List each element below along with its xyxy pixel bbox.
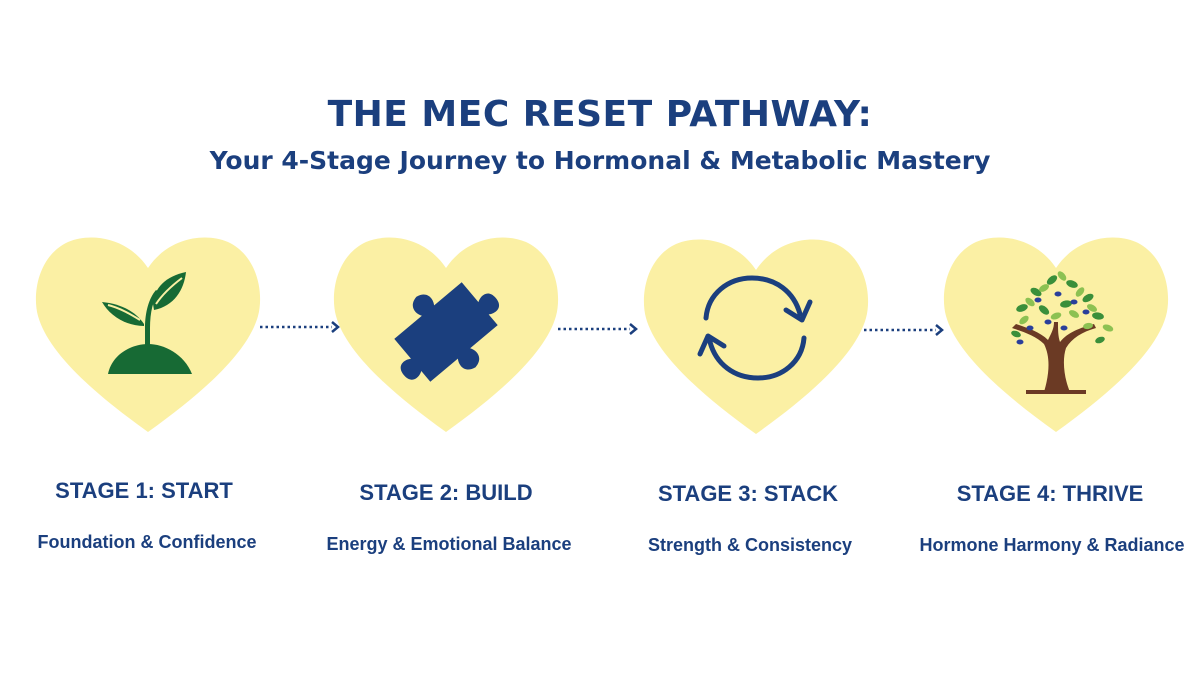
stage-3-heart bbox=[640, 234, 872, 440]
dotted-arrow-icon bbox=[558, 323, 638, 335]
stage-1-description: Foundation & Confidence bbox=[37, 532, 257, 552]
page-subtitle: Your 4-Stage Journey to Hormonal & Metab… bbox=[209, 146, 991, 175]
stage-4-heart bbox=[940, 232, 1172, 438]
stage-1-heart bbox=[32, 232, 264, 438]
stage-2-title: STAGE 2: BUILD bbox=[359, 480, 533, 505]
stage-4-title: STAGE 4: THRIVE bbox=[956, 481, 1144, 506]
stage-1-title: STAGE 1: START bbox=[55, 478, 233, 503]
tree-hands-icon bbox=[1011, 271, 1114, 394]
stage-3-title: STAGE 3: STACK bbox=[657, 481, 839, 506]
dotted-arrow-icon bbox=[260, 321, 340, 333]
stage-2-heart bbox=[330, 232, 562, 438]
heart-shape bbox=[643, 239, 869, 434]
stage-2-description: Energy & Emotional Balance bbox=[326, 534, 572, 554]
connector-arrow-1 bbox=[258, 320, 342, 334]
sprout-icon bbox=[102, 272, 192, 374]
dotted-arrow-icon bbox=[864, 324, 944, 336]
page-title: THE MEC RESET PATHWAY: bbox=[327, 94, 873, 135]
connector-arrow-2 bbox=[556, 322, 640, 336]
connector-arrow-3 bbox=[862, 323, 946, 337]
cycle-arrows-icon bbox=[697, 275, 813, 381]
puzzle-piece-icon bbox=[394, 282, 499, 382]
stage-3-description: Strength & Consistency bbox=[647, 535, 853, 555]
stage-4-description: Hormone Harmony & Radiance bbox=[919, 535, 1185, 555]
